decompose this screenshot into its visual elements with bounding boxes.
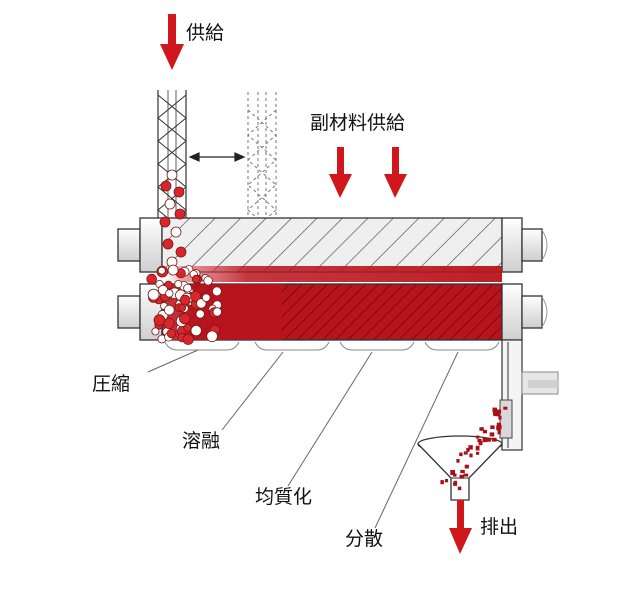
pellet <box>201 293 211 303</box>
chip <box>444 479 449 483</box>
chip <box>457 486 462 491</box>
chip <box>460 469 465 474</box>
chip <box>475 445 480 451</box>
pellet <box>195 309 205 319</box>
chip <box>453 473 457 477</box>
chip <box>498 415 502 420</box>
pellet <box>211 286 222 297</box>
zone-marks <box>164 341 500 351</box>
pellet <box>191 274 201 284</box>
chip <box>475 435 480 439</box>
label-melting: 溶融 <box>182 430 221 452</box>
chip <box>456 459 460 463</box>
pellet <box>175 246 187 258</box>
pellet <box>174 280 183 289</box>
label-discharge: 排出 <box>480 516 519 538</box>
upper-roll <box>117 217 548 273</box>
chip <box>482 429 487 434</box>
chip <box>450 470 455 475</box>
chip <box>491 437 497 442</box>
pellet <box>190 290 202 302</box>
chip <box>489 432 495 437</box>
pellet <box>179 312 191 325</box>
chip <box>440 480 444 485</box>
leader-lines <box>147 349 459 529</box>
chip <box>487 437 491 442</box>
chip <box>466 447 470 452</box>
pellet <box>166 328 177 339</box>
pellet <box>147 288 160 301</box>
pellet <box>162 238 174 250</box>
pellet <box>153 314 166 326</box>
pellet <box>183 323 192 332</box>
chip <box>468 445 473 450</box>
label-compression: 圧縮 <box>92 373 131 395</box>
pellet <box>206 330 218 343</box>
chip <box>459 452 463 457</box>
chip <box>477 439 482 443</box>
label-sub-material-supply: 副材料供給 <box>310 112 406 134</box>
pellets <box>146 169 222 345</box>
pellet <box>212 307 222 317</box>
chip <box>482 437 488 443</box>
chip <box>463 473 469 477</box>
product-chips <box>440 406 508 491</box>
label-supply: 供給 <box>186 22 225 44</box>
chip <box>496 422 501 427</box>
chip <box>459 474 464 479</box>
pellet <box>179 294 191 306</box>
pellet <box>177 303 186 312</box>
chip <box>503 406 508 410</box>
chip <box>453 480 458 486</box>
pellet <box>165 289 174 298</box>
chip <box>497 409 502 414</box>
pellet <box>203 276 213 286</box>
label-dispersion: 分散 <box>345 528 384 550</box>
discharge-arrow <box>449 500 472 554</box>
chip <box>493 412 498 417</box>
pellet <box>170 226 182 238</box>
chip <box>469 453 473 458</box>
chip <box>496 425 500 431</box>
supply-arrow <box>160 14 184 70</box>
chip <box>478 441 483 446</box>
pellet <box>183 283 193 293</box>
chip <box>496 411 501 417</box>
pellet <box>157 266 166 275</box>
pellet <box>151 327 160 336</box>
pellet <box>166 169 178 181</box>
chip <box>490 425 495 430</box>
label-homogenization: 均質化 <box>255 486 313 508</box>
pellet <box>159 216 171 228</box>
pellet <box>190 324 202 337</box>
chip <box>479 427 484 431</box>
pellet <box>146 273 158 285</box>
melt-band <box>162 266 502 282</box>
pellet <box>173 186 185 198</box>
chip <box>476 451 480 455</box>
chip <box>492 407 497 413</box>
pellet <box>160 180 172 192</box>
discharge-chute <box>499 339 559 451</box>
discharge-funnel <box>417 435 503 501</box>
pellet <box>174 208 186 220</box>
pellet <box>164 304 175 316</box>
gap-adjust-arrow <box>188 152 246 162</box>
chip <box>497 429 501 435</box>
chip <box>464 464 469 469</box>
pellet <box>164 198 176 210</box>
sub-material-arrows <box>329 147 407 198</box>
pellet <box>167 264 179 276</box>
pellet <box>182 333 194 345</box>
chip <box>463 451 468 455</box>
